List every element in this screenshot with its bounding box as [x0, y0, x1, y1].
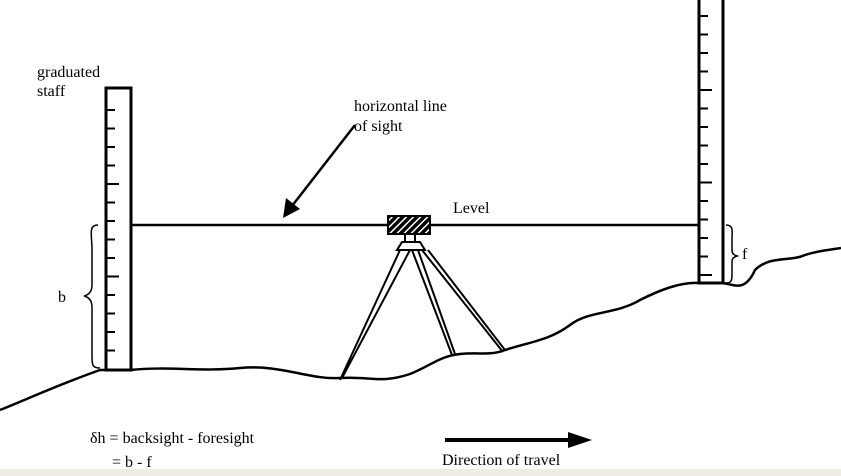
graduated-staff-right: [697, 0, 725, 285]
tripod: [339, 249, 506, 381]
staff-label-1: graduated: [37, 64, 101, 81]
ground-line: [0, 246, 841, 412]
bottom-strip: [0, 469, 841, 476]
sight-label-1: horizontal line: [354, 98, 447, 115]
equation-line-2: = b - f: [112, 454, 152, 471]
direction-label: Direction of travel: [442, 452, 561, 469]
sight-label-2: of sight: [354, 118, 403, 135]
f-label: f: [742, 246, 748, 263]
brace-f: [725, 224, 740, 284]
equation-line-1: δh = backsight - foresight: [90, 430, 255, 447]
graduated-staff-left: [104, 86, 133, 372]
b-label: b: [58, 289, 66, 306]
sight-arrow: [283, 124, 356, 218]
level-instrument: [387, 215, 431, 251]
brace-b: [83, 224, 101, 369]
staff-label-2: staff: [37, 83, 66, 100]
level-label: Level: [453, 200, 490, 217]
direction-arrow: [445, 432, 592, 448]
